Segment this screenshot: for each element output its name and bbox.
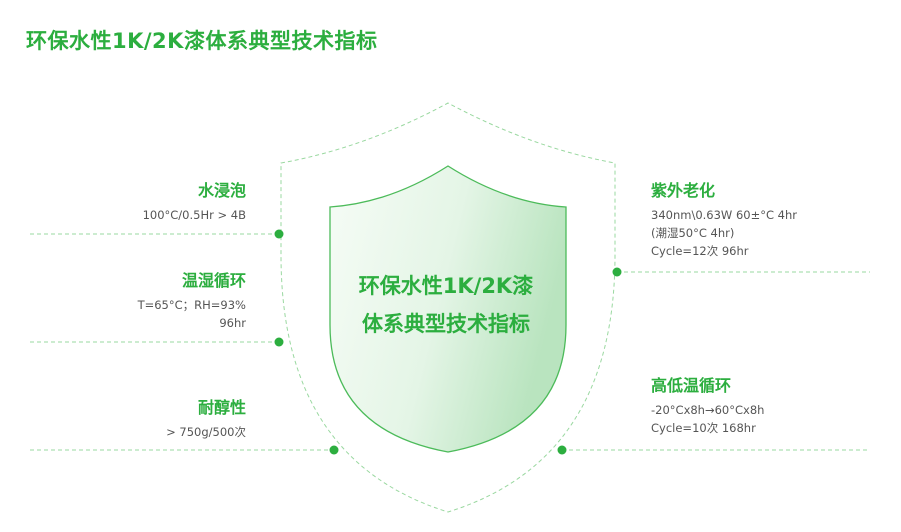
label-detail: 100°C/0.5Hr > 4B — [142, 208, 246, 222]
label-title: 温湿循环 — [181, 271, 246, 290]
dot-uv — [612, 267, 622, 277]
label-detail: Cycle=12次 96hr — [651, 244, 749, 258]
shield-title-line1: 环保水性1K/2K漆 — [358, 274, 534, 298]
label-thermal-cycle: 高低温循环 -20°Cx8h→60°Cx8h Cycle=10次 168hr — [651, 375, 764, 437]
label-detail: 340nm\0.63W 60±°C 4hr — [651, 208, 797, 222]
label-detail: T=65°C；RH=93% — [137, 298, 246, 312]
shield-title-line2: 体系典型技术指标 — [362, 312, 530, 336]
label-detail: Cycle=10次 168hr — [651, 421, 756, 435]
dot-water — [274, 229, 284, 239]
label-detail: -20°Cx8h→60°Cx8h — [651, 403, 765, 417]
label-title: 水浸泡 — [197, 181, 246, 200]
label-title: 耐醇性 — [197, 398, 246, 417]
label-title: 高低温循环 — [651, 376, 732, 395]
page-title: 环保水性1K/2K漆体系典型技术指标 — [26, 29, 378, 53]
outer-shield-outline — [280, 102, 616, 513]
label-uv-aging: 紫外老化 340nm\0.63W 60±°C 4hr (潮湿50°C 4hr) … — [651, 180, 797, 260]
label-detail: (潮湿50°C 4hr) — [651, 226, 735, 240]
inner-shield — [329, 165, 567, 453]
label-detail: > 750g/500次 — [166, 425, 246, 439]
label-alcohol-resistance: 耐醇性 > 750g/500次 — [166, 397, 246, 441]
dot-thermal — [557, 445, 567, 455]
dot-alcohol — [329, 445, 339, 455]
label-detail: 96hr — [219, 316, 246, 330]
label-water-immersion: 水浸泡 100°C/0.5Hr > 4B — [143, 180, 246, 224]
label-humidity-cycle: 温湿循环 T=65°C；RH=93% 96hr — [138, 270, 246, 332]
dot-humidity — [274, 337, 284, 347]
label-title: 紫外老化 — [651, 181, 716, 200]
